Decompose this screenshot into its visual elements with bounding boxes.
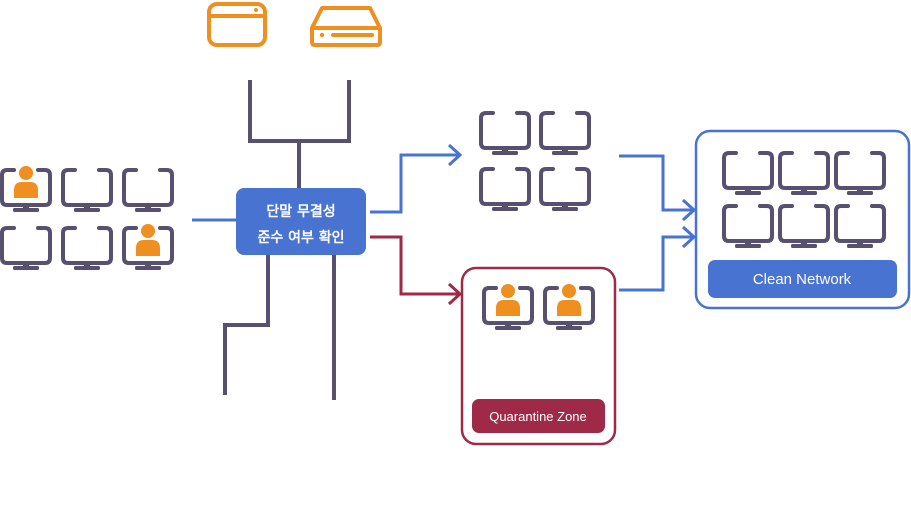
monitor-user-icon bbox=[0, 166, 52, 212]
clean-network-label-button[interactable]: Clean Network bbox=[708, 260, 897, 298]
monitor-icon bbox=[479, 167, 531, 211]
top-connector bbox=[248, 80, 351, 189]
clean-network-label: Clean Network bbox=[753, 271, 852, 288]
check-box-line1: 단말 무결성 bbox=[266, 203, 335, 220]
monitor-icon bbox=[539, 167, 591, 211]
monitor-icon bbox=[0, 226, 52, 270]
monitor-icon bbox=[778, 151, 830, 195]
server-drive-icon bbox=[310, 6, 382, 47]
quarantine-to-clean-arrow bbox=[619, 225, 697, 292]
monitor-icon bbox=[722, 151, 774, 195]
user-icon bbox=[557, 284, 581, 316]
monitor-icon bbox=[122, 168, 174, 212]
bottom-connector bbox=[223, 254, 336, 400]
user-icon bbox=[14, 166, 38, 198]
monitor-user-icon bbox=[543, 284, 595, 330]
clean-monitor-group bbox=[722, 151, 886, 248]
monitor-icon bbox=[479, 111, 531, 155]
browser-window-icon bbox=[207, 2, 267, 47]
quarantine-monitor-group bbox=[482, 284, 595, 330]
compliant-monitor-group bbox=[479, 111, 591, 211]
user-icon bbox=[496, 284, 520, 316]
monitor-icon bbox=[61, 226, 113, 270]
monitor-icon bbox=[61, 168, 113, 212]
check-box-line2: 준수 여부 확인 bbox=[257, 229, 344, 246]
monitor-icon bbox=[778, 204, 830, 248]
monitor-icon bbox=[722, 204, 774, 248]
compliance-check-box[interactable]: 단말 무결성 준수 여부 확인 bbox=[236, 188, 366, 255]
noncompliant-arrow bbox=[370, 235, 463, 306]
monitor-user-icon bbox=[122, 224, 174, 270]
monitor-user-icon bbox=[482, 284, 534, 330]
quarantine-zone-label-button[interactable]: Quarantine Zone bbox=[472, 399, 605, 433]
monitor-icon bbox=[834, 204, 886, 248]
compliant-arrow bbox=[370, 143, 463, 214]
user-icon bbox=[136, 224, 160, 256]
monitor-icon bbox=[834, 151, 886, 195]
clean-network: Clean Network bbox=[694, 129, 911, 310]
compliant-to-clean-arrow bbox=[619, 154, 697, 222]
monitor-icon bbox=[539, 111, 591, 155]
quarantine-zone-label: Quarantine Zone bbox=[489, 409, 587, 424]
source-monitor-group bbox=[0, 166, 174, 270]
